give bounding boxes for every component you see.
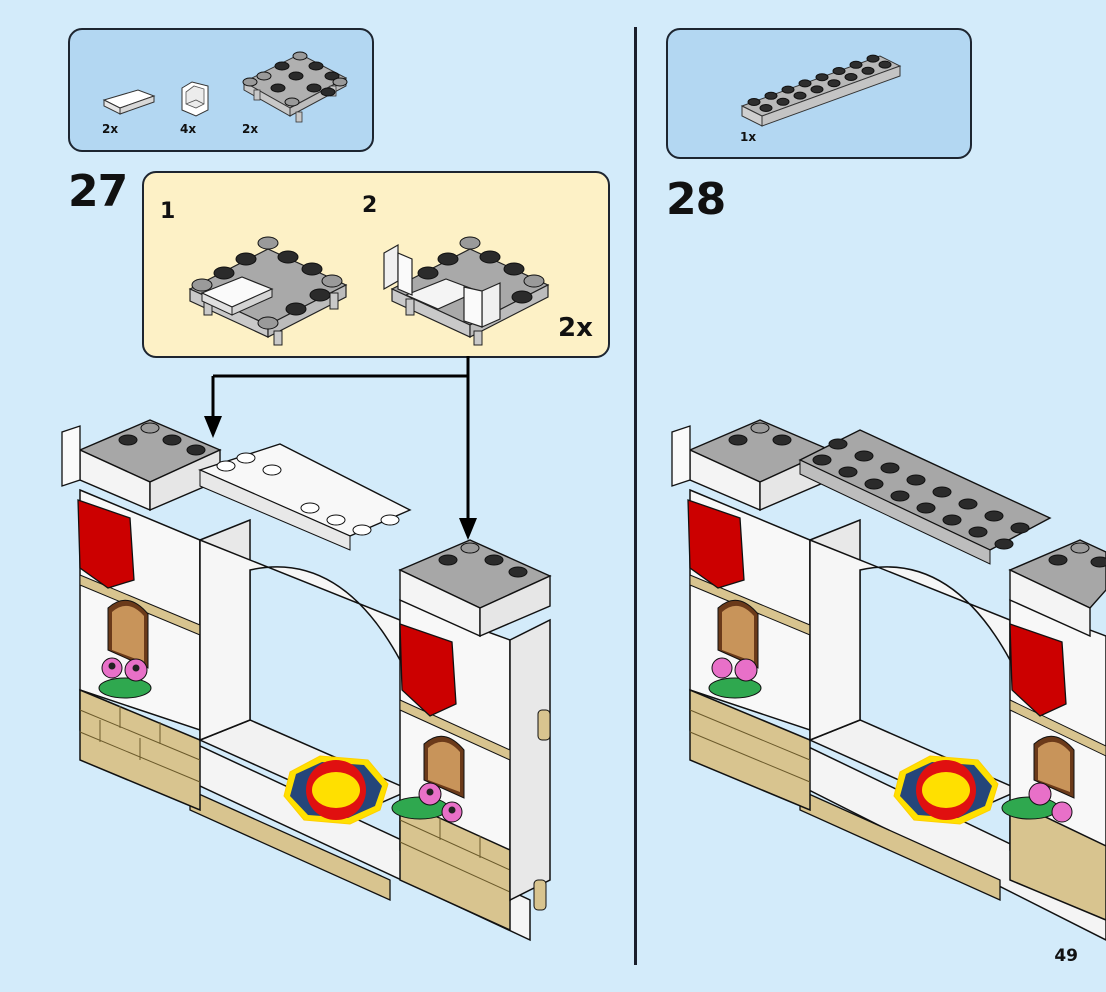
stud bbox=[242, 77, 258, 87]
step-27-castle-model bbox=[61, 419, 552, 942]
red-banner-icon bbox=[77, 499, 135, 589]
step-divider bbox=[634, 27, 637, 965]
page-number: 49 bbox=[1054, 946, 1078, 966]
subassembly-multiplier: 2x bbox=[558, 313, 593, 343]
stud bbox=[308, 61, 324, 71]
stud bbox=[332, 77, 348, 87]
stud bbox=[781, 85, 795, 94]
arrow-head-left bbox=[204, 416, 222, 438]
stud bbox=[759, 104, 773, 112]
step-28-parts-list: 1x bbox=[666, 28, 972, 159]
step-number: 27 bbox=[68, 166, 128, 217]
substep-1-model bbox=[188, 236, 348, 346]
tile-1x2-icon bbox=[102, 89, 156, 115]
stud bbox=[764, 91, 778, 100]
stud bbox=[793, 91, 807, 100]
stud bbox=[747, 98, 761, 106]
stud bbox=[878, 60, 892, 69]
step-28-castle-model bbox=[671, 419, 1106, 941]
part-quantity: 1x bbox=[740, 130, 757, 144]
stud bbox=[306, 83, 322, 93]
stud bbox=[270, 83, 286, 93]
stud bbox=[776, 97, 790, 106]
stud bbox=[832, 67, 846, 75]
stud bbox=[256, 71, 272, 81]
part-quantity: 2x bbox=[242, 122, 259, 136]
stud bbox=[288, 71, 304, 81]
plate-4x4-icon bbox=[242, 51, 348, 123]
stud bbox=[798, 79, 812, 88]
part-quantity: 4x bbox=[180, 122, 197, 136]
stud bbox=[320, 87, 336, 97]
corner-panel-icon bbox=[181, 81, 209, 117]
sun-tile-icon bbox=[283, 755, 389, 825]
part-quantity: 2x bbox=[102, 122, 119, 136]
stud bbox=[274, 61, 290, 71]
stud bbox=[810, 85, 824, 94]
step-number: 28 bbox=[666, 174, 726, 225]
stud bbox=[866, 54, 880, 63]
arrow-lines bbox=[211, 356, 470, 522]
stud bbox=[292, 51, 308, 61]
stud bbox=[849, 60, 863, 69]
substep-number: 1 bbox=[160, 199, 176, 224]
step-27-parts-list: 2x 4x 2x bbox=[68, 28, 374, 152]
plate-2x8-icon bbox=[740, 54, 902, 127]
stud bbox=[827, 79, 841, 88]
substep-2-model bbox=[383, 236, 550, 346]
stud bbox=[815, 73, 829, 82]
stud bbox=[861, 66, 875, 75]
stud bbox=[844, 73, 858, 81]
stud bbox=[284, 97, 300, 107]
substep-number: 2 bbox=[362, 193, 378, 218]
arrow-head-right bbox=[459, 518, 477, 540]
flowers-icon bbox=[98, 657, 152, 699]
subassembly-callout: 1 2 bbox=[142, 171, 610, 358]
stud bbox=[324, 71, 340, 81]
